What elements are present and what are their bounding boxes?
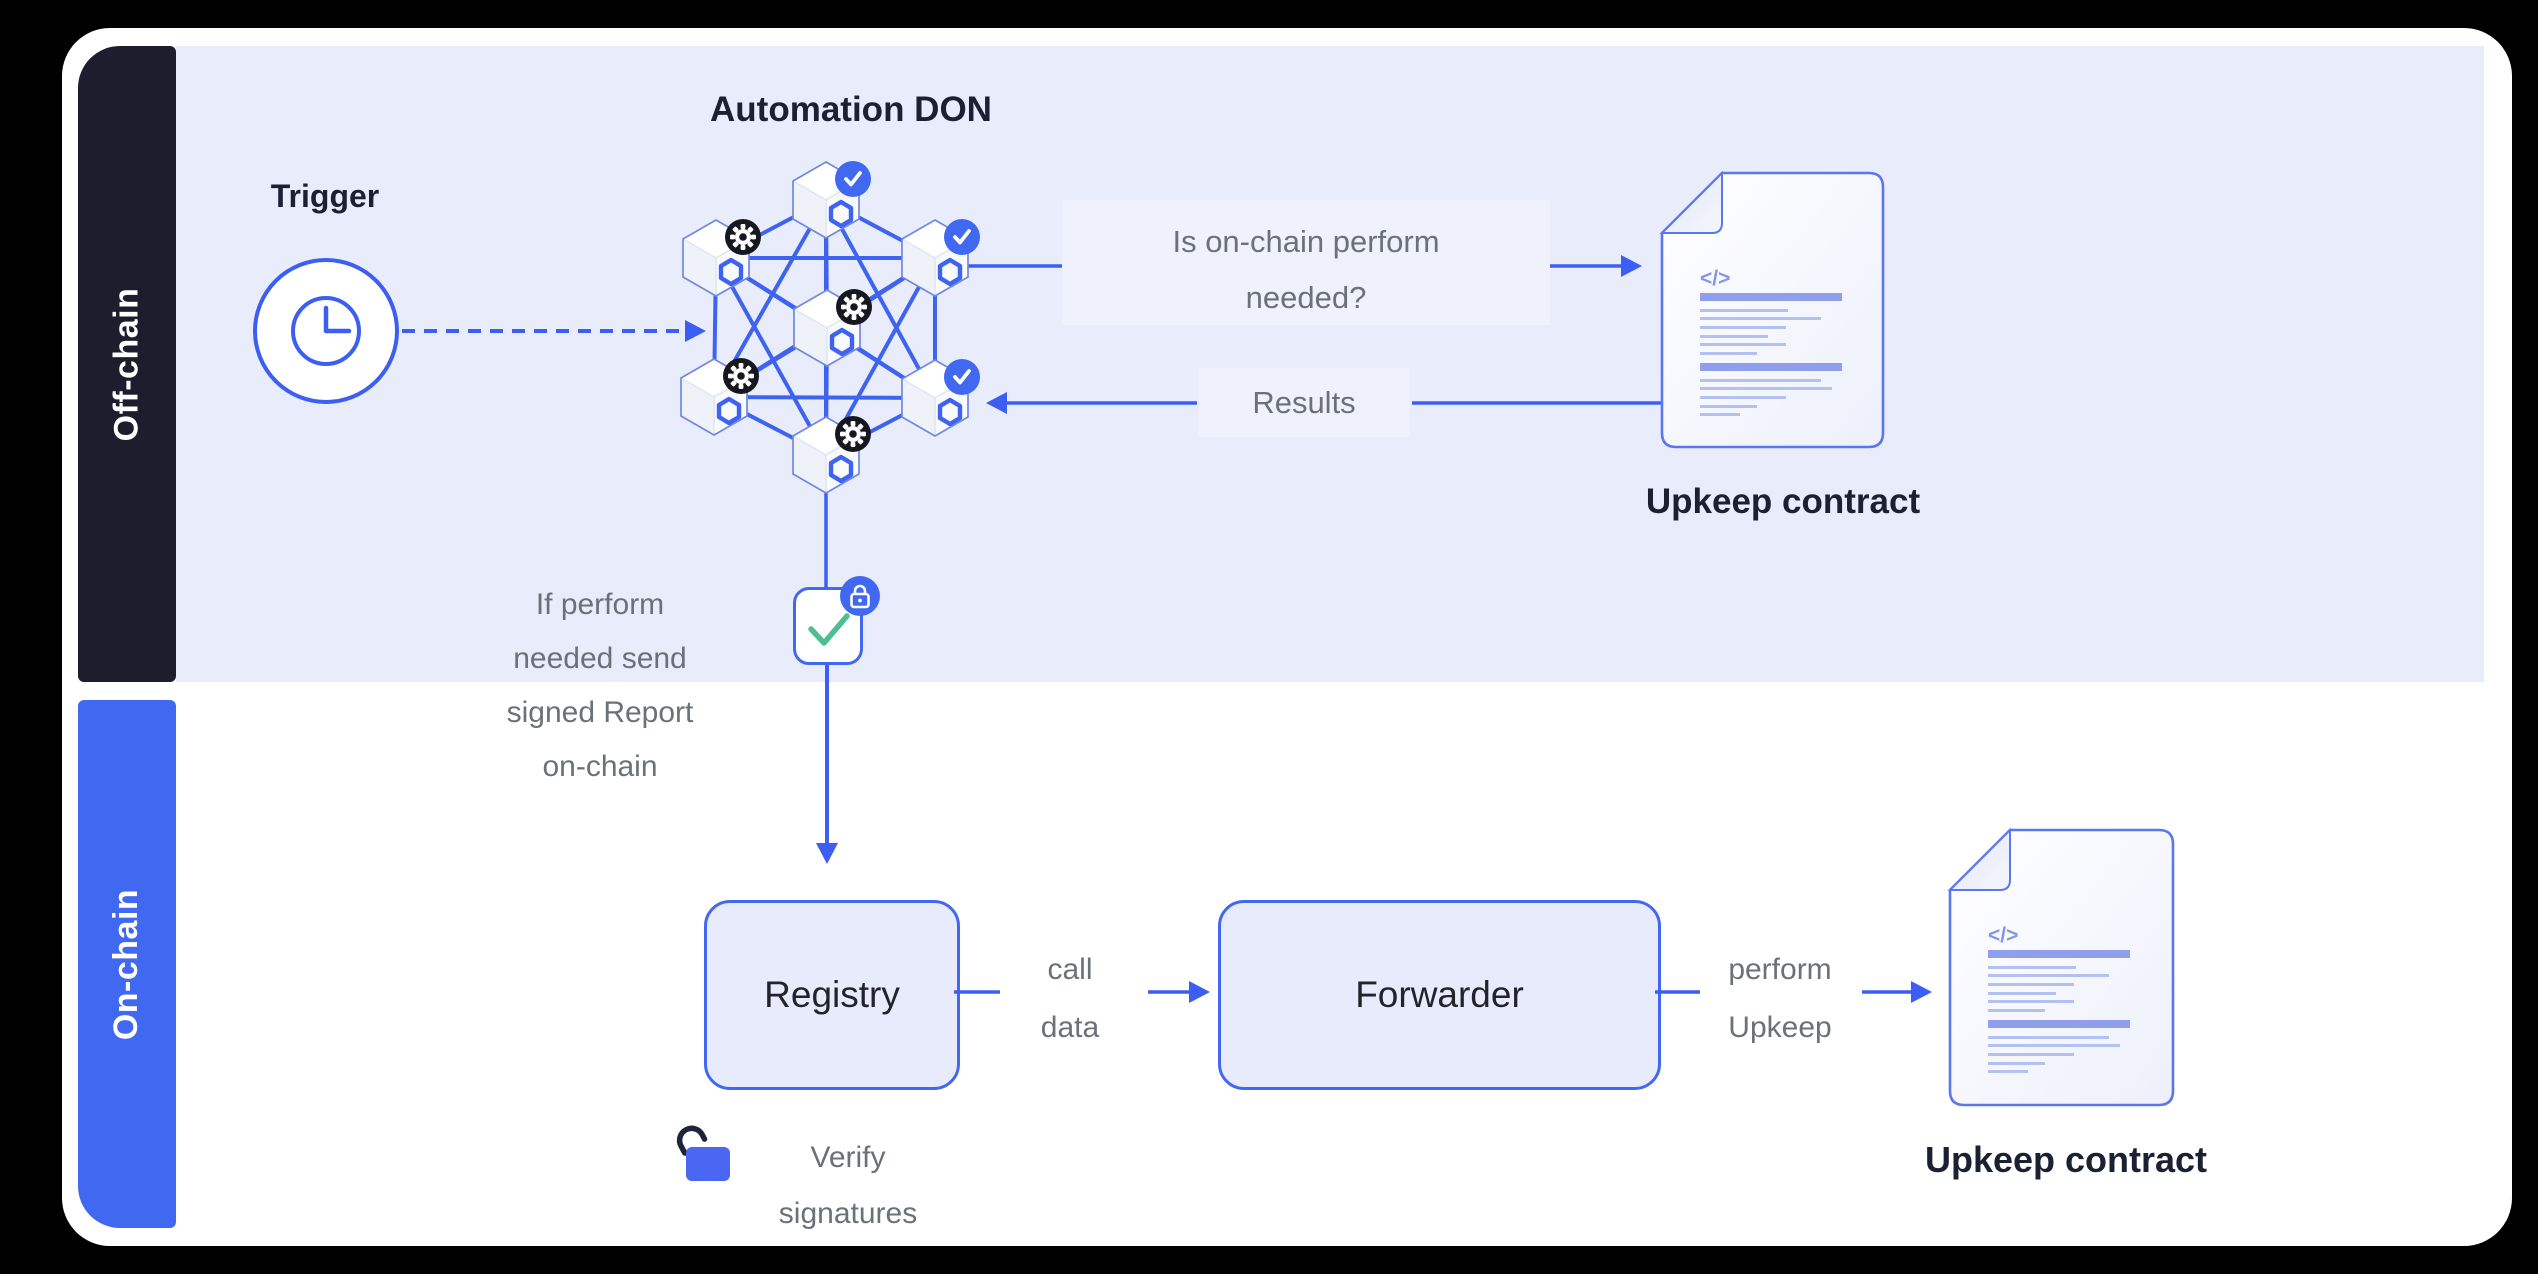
registry-box: Registry — [704, 900, 960, 1090]
automation-don-title: Automation DON — [710, 90, 992, 129]
results-panel: Results — [1198, 368, 1410, 437]
verify-signatures-label: Verify signatures — [778, 1141, 918, 1230]
question-line: Is on-chain perform — [1172, 224, 1440, 259]
forwarder-label: Forwarder — [1355, 974, 1524, 1015]
question-panel: Is on-chain perform needed? — [1062, 200, 1550, 325]
call-data-label: call data — [1040, 953, 1100, 1044]
question-line: needed? — [1245, 280, 1367, 315]
perform-upkeep-label: perform Upkeep — [1728, 953, 1832, 1044]
registry-label: Registry — [764, 974, 900, 1015]
onchain-label: On-chain — [107, 888, 146, 1040]
trigger-label: Trigger — [270, 178, 380, 214]
signed-report-box — [793, 587, 863, 665]
offchain-region — [176, 46, 2484, 682]
upkeep-contract-label-top: Upkeep contract — [1645, 482, 1921, 521]
upkeep-contract-label-bottom: Upkeep contract — [1924, 1139, 2208, 1180]
offchain-label: Off-chain — [107, 287, 146, 441]
report-note: If perform needed send signed Report on-… — [506, 588, 694, 783]
results-label: Results — [1252, 385, 1356, 420]
onchain-sidebar: On-chain — [78, 700, 176, 1228]
offchain-sidebar: Off-chain — [78, 46, 176, 682]
forwarder-box: Forwarder — [1218, 900, 1661, 1090]
